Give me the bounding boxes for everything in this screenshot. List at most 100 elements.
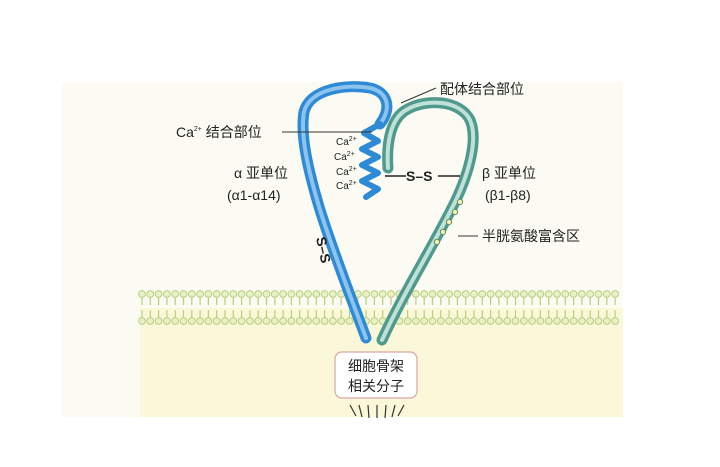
lipid-head — [138, 290, 146, 298]
lipid-head — [495, 317, 503, 325]
lipid-head — [511, 290, 520, 298]
lipid-head — [553, 317, 561, 325]
lipid-head — [561, 317, 570, 325]
leader-ligand-site — [400, 87, 437, 104]
lipid-head — [594, 317, 603, 325]
cytoskeleton-line-1: 细胞骨架 — [348, 358, 404, 374]
ss-interchain-label: S–S — [406, 168, 432, 184]
lipid-head — [586, 290, 595, 298]
lipid-head — [196, 290, 205, 298]
lipid-head — [528, 290, 536, 298]
lipid-head — [428, 290, 437, 298]
ss-alpha-label: S–S — [313, 235, 334, 264]
lipid-head — [553, 290, 561, 298]
ca-ion: Ca2+ — [336, 166, 357, 178]
lipid-head — [412, 290, 420, 298]
lipid-head — [370, 290, 379, 298]
lipid-head — [445, 317, 454, 325]
lipid-head — [154, 317, 163, 325]
lipid-head — [304, 317, 312, 325]
lipid-head — [204, 317, 213, 325]
beta-chain-core — [380, 100, 476, 342]
lipid-head — [478, 317, 487, 325]
lipid-head — [287, 317, 296, 325]
lipid-head — [528, 317, 536, 325]
lipid-head — [171, 290, 180, 298]
lipid-head — [519, 317, 528, 325]
lipid-head — [602, 290, 611, 298]
beta-subunit — [376, 97, 479, 346]
lipid-head — [486, 317, 495, 325]
lipid-head — [138, 317, 146, 325]
lipid-head — [163, 317, 171, 325]
lipid-head — [453, 290, 462, 298]
beta-range-label: (β1-β8) — [485, 187, 531, 203]
lipid-head — [445, 290, 454, 298]
lipid-head — [420, 290, 429, 298]
lipid-head — [519, 290, 528, 298]
lipid-head — [237, 290, 246, 298]
lipid-head — [179, 290, 188, 298]
lipid-head — [295, 317, 304, 325]
lipid-head — [320, 317, 329, 325]
cysteine-region-label: 半胱氨酸富含区 — [482, 228, 580, 244]
lipid-head — [345, 317, 354, 325]
lipid-head — [320, 290, 329, 298]
lipid-head — [212, 290, 221, 298]
alpha-chain-core — [300, 84, 389, 340]
lipid-head — [544, 317, 553, 325]
lipid-head — [470, 290, 478, 298]
lipid-head — [221, 317, 229, 325]
lipid-head — [196, 317, 205, 325]
lipid-head — [146, 317, 155, 325]
ca-ion: Ca2+ — [334, 151, 355, 163]
lipid-head — [304, 290, 312, 298]
alpha-subunit-label: α 亚单位 — [234, 165, 288, 181]
signal-ray — [384, 404, 387, 419]
lipid-head — [536, 317, 545, 325]
lipid-head — [287, 290, 296, 298]
lipid-head — [387, 290, 395, 298]
lipid-head — [187, 290, 196, 298]
lipid-head — [378, 290, 387, 298]
lipid-head — [229, 317, 238, 325]
lipid-head — [171, 317, 180, 325]
alpha-subunit — [297, 81, 393, 344]
ca-site-label: Ca2+ 结合部位 — [176, 124, 262, 140]
lipid-head — [179, 317, 188, 325]
lipid-head — [337, 317, 346, 325]
lipid-head — [578, 290, 586, 298]
lipid-head — [586, 317, 595, 325]
lipid-head — [221, 290, 229, 298]
alpha-propeller-zigzag — [359, 121, 383, 200]
lipid-head — [569, 317, 578, 325]
cysteine-bead — [456, 198, 464, 206]
signal-ray — [391, 404, 396, 418]
lipid-head — [436, 317, 445, 325]
lipid-head — [262, 317, 271, 325]
lipid-head — [420, 317, 429, 325]
lipid-head — [403, 317, 412, 325]
lipid-head — [436, 290, 445, 298]
lipid-head — [246, 317, 254, 325]
lipid-head — [246, 290, 254, 298]
lipid-head — [611, 317, 619, 325]
lipid-head — [428, 317, 437, 325]
lipid-head — [478, 290, 487, 298]
lipid-head — [204, 290, 213, 298]
lipid-head — [329, 290, 337, 298]
ligand-site-label: 配体结合部位 — [440, 81, 524, 97]
lipid-head — [495, 290, 503, 298]
lipid-head — [544, 290, 553, 298]
lipid-head — [312, 317, 321, 325]
lipid-head — [154, 290, 163, 298]
lipid-head — [146, 290, 155, 298]
ca-ion: Ca2+ — [336, 180, 357, 192]
cysteine-bead — [445, 218, 453, 226]
lipid-head — [611, 290, 619, 298]
lipid-head — [578, 317, 586, 325]
cysteine-bead — [439, 228, 447, 236]
signal-ray — [397, 404, 405, 417]
lipid-head — [470, 317, 478, 325]
